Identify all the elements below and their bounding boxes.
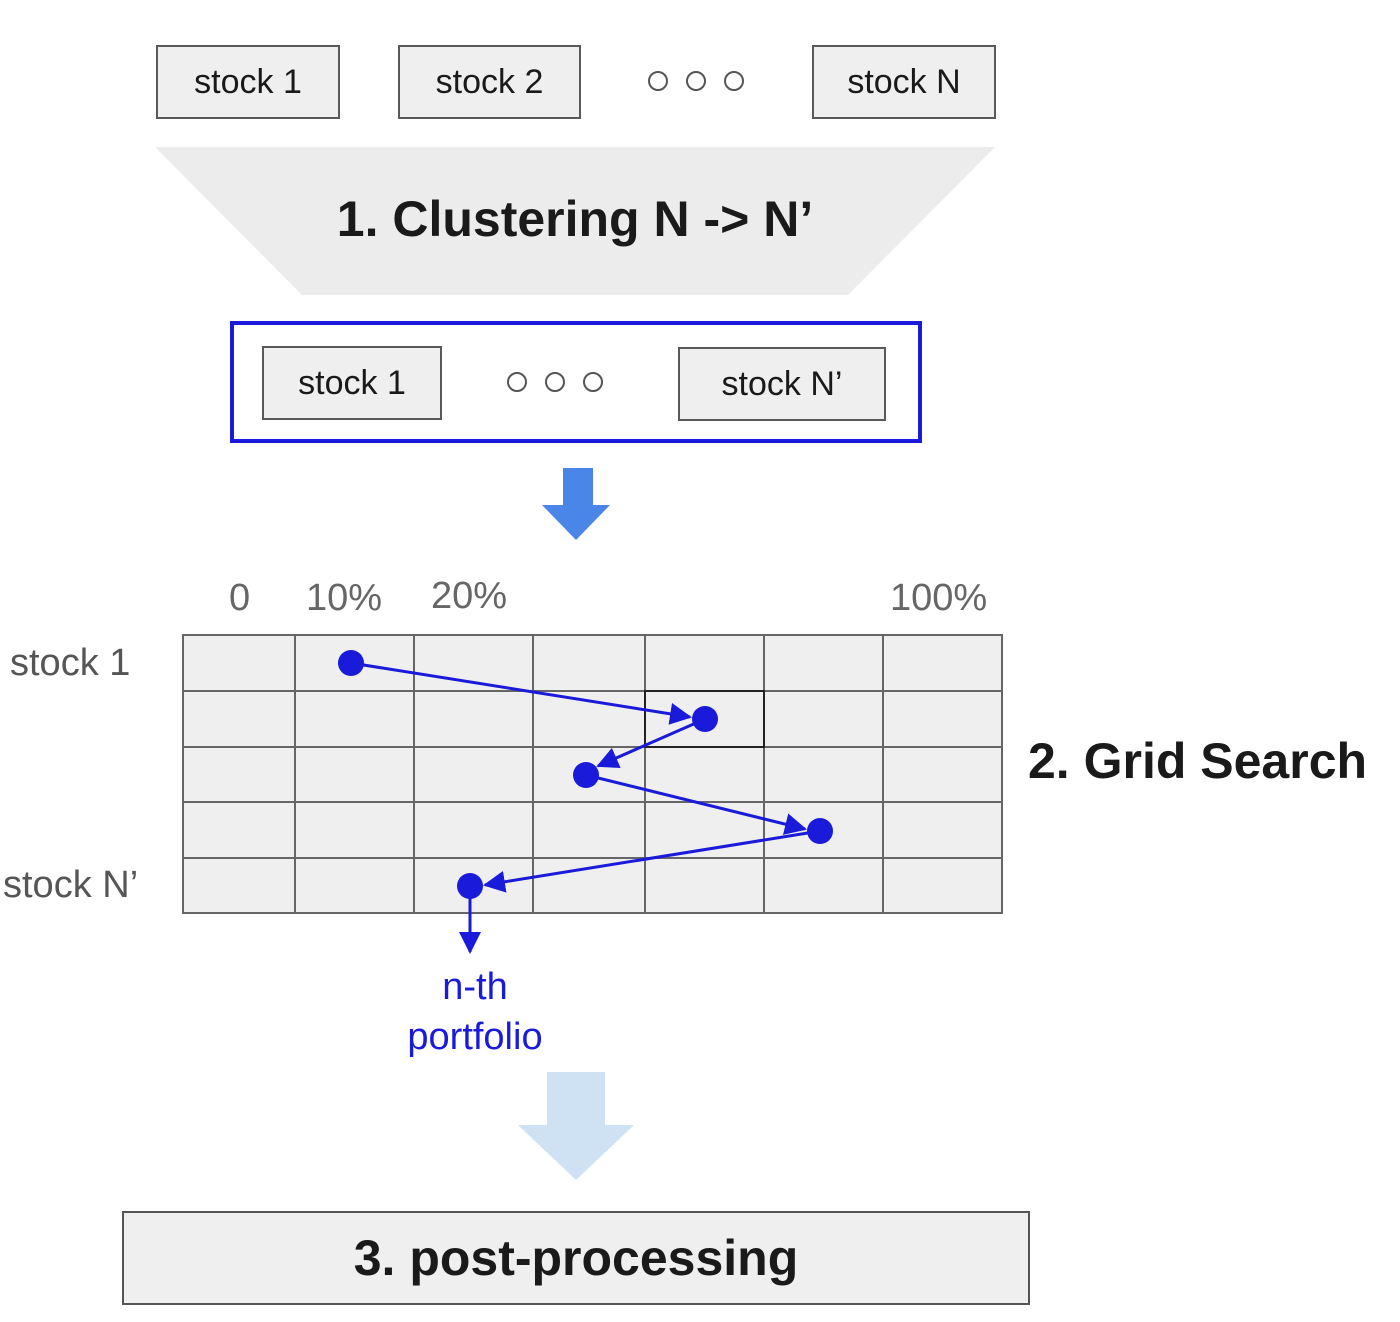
- column-label-100: 100%: [890, 577, 988, 619]
- ellipsis-dot: [724, 71, 744, 91]
- path-segment: [585, 773, 807, 835]
- clustering-funnel: [155, 147, 995, 295]
- ellipsis-clustered: [507, 372, 603, 392]
- ellipsis-dot: [507, 372, 527, 392]
- column-label-10: 10%: [306, 577, 383, 619]
- stock-box-1: stock 1: [156, 45, 340, 119]
- search-point: [807, 818, 833, 844]
- stock-box-n: stock N: [812, 45, 996, 119]
- search-point: [692, 706, 718, 732]
- row-label-last: stock N’: [3, 864, 139, 906]
- clustered-stock-box-1-label: stock 1: [298, 363, 406, 402]
- clustered-stock-box-1: stock 1: [262, 346, 442, 420]
- highlighted-cell: [644, 690, 765, 748]
- down-arrow-primary: [542, 468, 610, 540]
- column-label-0: 0: [229, 577, 251, 619]
- nth-portfolio-label: n-th portfolio: [370, 962, 580, 1062]
- path-segment: [596, 717, 706, 769]
- search-point: [457, 873, 483, 899]
- clustered-stock-box-n-label: stock N’: [721, 364, 843, 403]
- ellipsis-dot: [583, 372, 603, 392]
- stock-box-1-label: stock 1: [194, 62, 302, 101]
- ellipsis-dot: [686, 71, 706, 91]
- search-point: [338, 650, 364, 676]
- search-point: [573, 762, 599, 788]
- clustering-label: 1. Clustering N -> N’: [336, 191, 814, 247]
- ellipsis-top: [648, 71, 744, 91]
- search-points: [338, 650, 833, 899]
- ellipsis-dot: [545, 372, 565, 392]
- stock-box-n-label: stock N: [847, 62, 961, 101]
- path-segment: [483, 829, 821, 893]
- down-arrow-light: [518, 1072, 634, 1180]
- path-segment: [350, 661, 692, 725]
- nth-portfolio-line-1: n-th: [442, 966, 508, 1008]
- row-label-first: stock 1: [10, 642, 131, 684]
- nth-portfolio-line-2: portfolio: [407, 1016, 543, 1058]
- stock-box-2: stock 2: [398, 45, 581, 119]
- column-label-20: 20%: [431, 575, 508, 617]
- ellipsis-dot: [648, 71, 668, 91]
- clustered-stock-box-n: stock N’: [678, 347, 886, 421]
- post-processing-label: 3. post-processing: [353, 1230, 799, 1286]
- stock-box-2-label: stock 2: [435, 62, 544, 101]
- post-processing-box: 3. post-processing: [122, 1211, 1030, 1305]
- grid-search-label: 2. Grid Search: [1028, 733, 1368, 789]
